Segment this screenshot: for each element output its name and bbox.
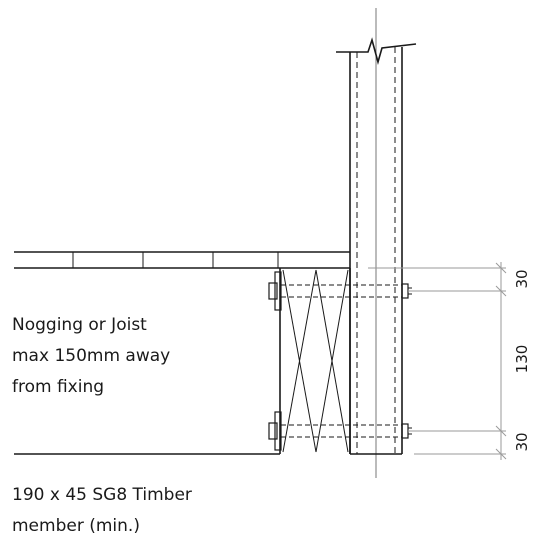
timber-note-line-1: 190 x 45 SG8 Timber: [12, 485, 192, 505]
dimension-middle: 130: [513, 344, 531, 374]
nogging-note-line-3: from fixing: [12, 377, 105, 397]
bolt-upper: [268, 271, 412, 311]
dimension-bottom: 30: [513, 432, 531, 452]
timber-member: [14, 268, 351, 455]
nogging-note-line-1: Nogging or Joist: [12, 315, 147, 335]
bolt-lower: [268, 411, 412, 451]
dimension-top: 30: [513, 269, 531, 289]
timber-note-line-2: member (min.): [12, 516, 140, 536]
floor-decking: [14, 251, 350, 269]
nogging-note-line-2: max 150mm away: [12, 346, 171, 366]
dimension-lines: [368, 262, 507, 460]
break-line: [336, 37, 417, 65]
